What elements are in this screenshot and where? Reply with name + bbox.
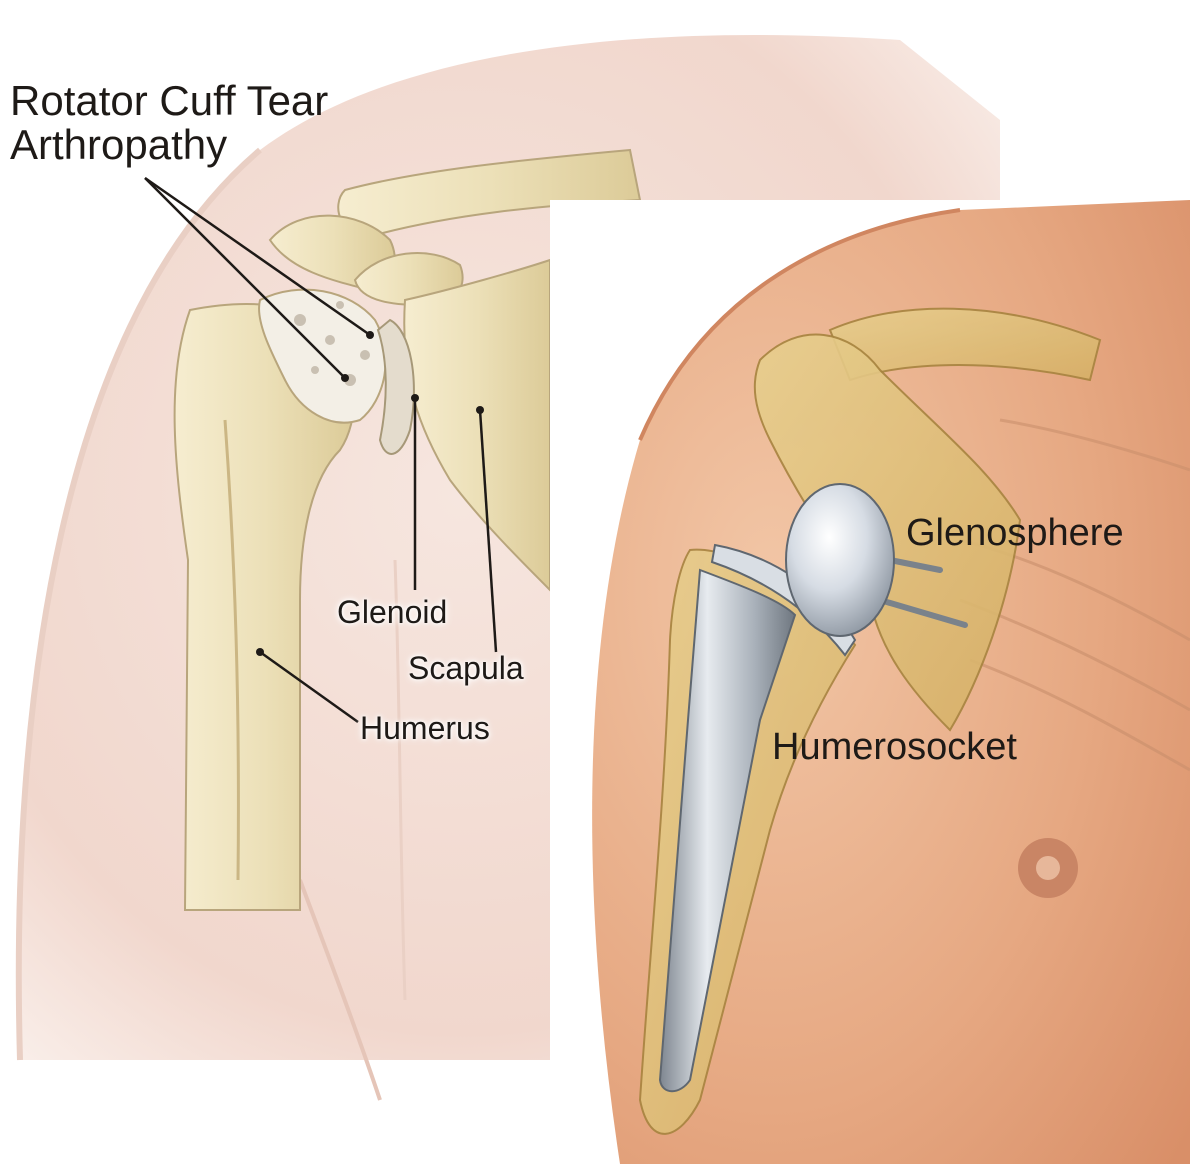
glenoid-label: Glenoid <box>337 596 447 628</box>
title-line-2: Arthropathy <box>10 124 227 166</box>
glenosphere-ball <box>786 484 894 636</box>
title-line-1: Rotator Cuff Tear <box>10 80 328 122</box>
humerosocket-label: Humerosocket <box>772 728 1017 766</box>
scapula-label: Scapula <box>408 652 524 684</box>
right-chest-panel <box>550 200 1190 1164</box>
glenosphere-label: Glenosphere <box>906 514 1124 552</box>
humerus-label: Humerus <box>360 712 490 744</box>
